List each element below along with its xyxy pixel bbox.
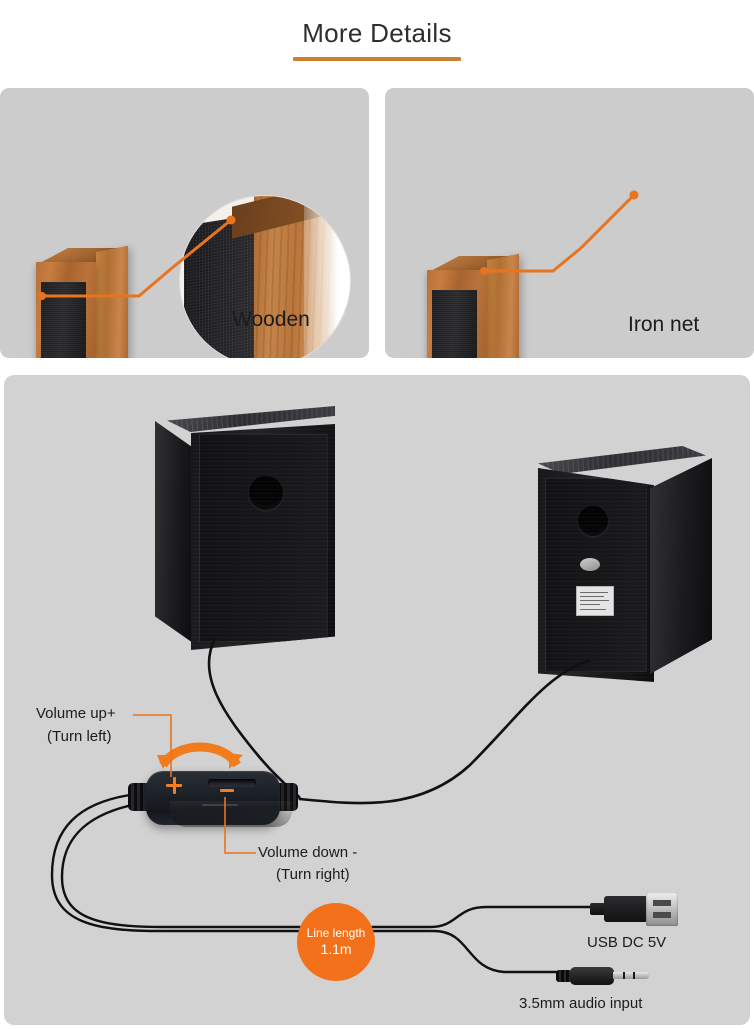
leader-line-wooden [38, 215, 236, 300]
volume-down-hint: (Turn right) [276, 866, 350, 883]
usb-cable-run [370, 905, 596, 929]
highlight-glare [304, 196, 350, 358]
title-underline [293, 57, 461, 61]
minus-icon [220, 789, 234, 792]
usb-plug-icon [590, 888, 682, 928]
magnifier-circle-wooden [180, 196, 350, 358]
power-cable-loop [50, 793, 302, 933]
page-header: More Details [0, 0, 754, 85]
volume-down-label: Volume down - [258, 844, 358, 861]
cable-harness [50, 637, 596, 974]
line-length-badge: Line length 1.1m [297, 903, 375, 981]
leader-line-iron-net [480, 190, 639, 275]
feature-panel-iron-net: Iron net [385, 88, 754, 358]
leader-line-volume-up [133, 714, 172, 777]
usb-hood [604, 896, 648, 922]
left-speaker [155, 406, 335, 656]
panel-caption-iron-net: Iron net [628, 313, 700, 336]
controller-seam [170, 801, 292, 827]
right-speaker-cable [298, 659, 590, 805]
jack-grip [570, 967, 614, 985]
inline-volume-controller[interactable] [128, 765, 298, 831]
line-length-label: Line length [306, 925, 366, 940]
jack-strain-relief [556, 970, 572, 982]
usb-cable-neck [590, 903, 608, 915]
volume-up-label: Volume up+ [36, 705, 116, 722]
usb-label: USB DC 5V [587, 934, 667, 951]
rotate-arc-icon [157, 742, 243, 769]
usb-shield [646, 892, 678, 926]
audio-cable-loop [60, 803, 302, 929]
controller-shell[interactable] [146, 771, 292, 827]
right-speaker [538, 446, 714, 686]
volume-dial[interactable] [208, 779, 256, 787]
speaker-rear-face [538, 468, 654, 682]
line-length-value: 1.1m [320, 940, 352, 957]
feature-panel-wooden: Wooden [0, 88, 369, 358]
page-title: More Details [302, 18, 452, 48]
audio-jack-icon [556, 965, 652, 987]
panel-caption-wooden: Wooden [232, 308, 310, 331]
speaker-side-face [155, 421, 193, 643]
speaker-rear-face [191, 424, 335, 650]
speaker-front-face [427, 270, 487, 358]
aux-cable-run [370, 929, 558, 974]
jack-trs-tip [613, 972, 649, 979]
leader-line-volume-down [224, 797, 256, 854]
speaker-grille [432, 290, 477, 358]
aux-label: 3.5mm audio input [519, 995, 643, 1012]
volume-up-hint: (Turn left) [47, 728, 112, 745]
plus-icon [166, 777, 182, 794]
speaker-side-face [650, 458, 712, 674]
controller-vent [202, 804, 238, 806]
